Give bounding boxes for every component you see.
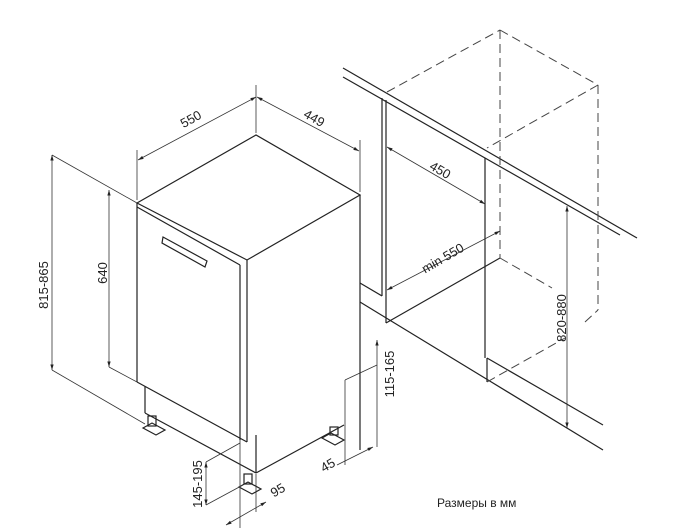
foot-front-right [237, 473, 263, 495]
rear-leg-height-label: 115-165 [382, 351, 397, 398]
niche-height-label: 820-880 [554, 294, 569, 342]
depth-label: 449 [301, 106, 327, 130]
plinth-depth-label: 95 [268, 480, 288, 500]
dishwasher-dimension-lines [50, 85, 379, 528]
foot-front-left [141, 415, 167, 436]
door-height-label: 640 [95, 262, 110, 284]
dishwasher [135, 134, 362, 495]
total-height-label: 815-865 [36, 261, 51, 309]
plinth-height-label: 145-195 [190, 460, 205, 508]
countertop-bottom-edge [342, 76, 621, 236]
countertop-top-edge [342, 67, 638, 239]
foot-offset-label: 45 [318, 455, 338, 475]
units-caption: Размеры в мм [437, 496, 516, 510]
niche-dimension-lines [386, 146, 569, 428]
door-handle [161, 236, 208, 268]
door-bottom-edge [136, 381, 248, 443]
niche [342, 29, 638, 451]
niche-width-label: 450 [427, 158, 453, 182]
foot-rear [320, 426, 346, 446]
niche-depth-label: min 550 [419, 240, 467, 276]
